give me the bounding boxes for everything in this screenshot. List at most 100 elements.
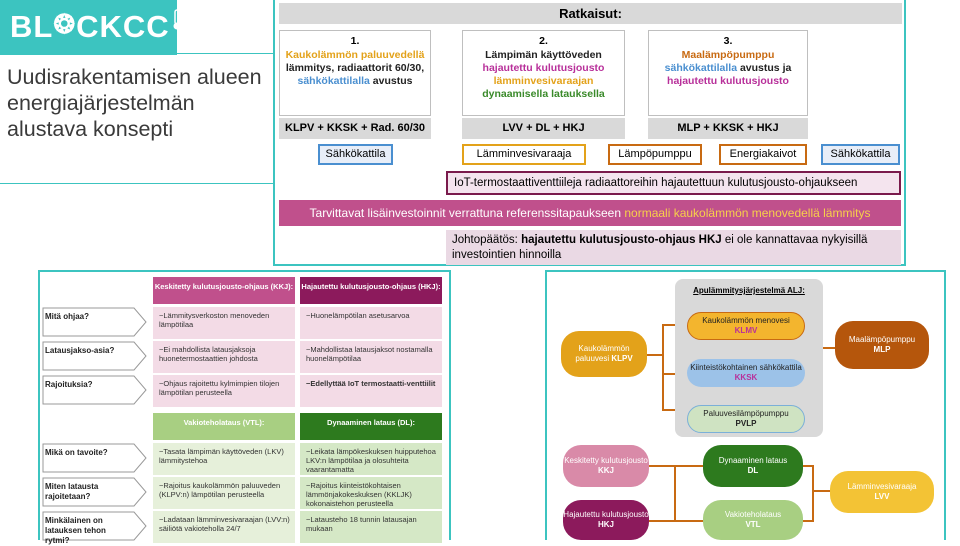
- row-cell-b: −Leikata lämpökeskuksen huipputehoa LKV:…: [300, 443, 442, 475]
- row-cell-a: −Ohjaus rajoitettu kylmimpien tilojen lä…: [153, 375, 295, 407]
- solution-text-part: sähkökattilalla: [297, 75, 370, 87]
- node-dl-code: DL: [747, 466, 759, 475]
- row-cell-b: −Huonelämpötilan asetusarvoa: [300, 307, 442, 339]
- node-pvlp-label: Paluuvesilämpöpumppu: [703, 409, 789, 418]
- additional-investments: Tarvittavat lisäinvestoinnit verrattuna …: [279, 200, 901, 226]
- node-klpv-label: Kaukolämmön paluuvesi: [575, 344, 630, 363]
- solution-2: 2.Lämpimän käyttöveden hajautettu kulutu…: [462, 30, 625, 116]
- node-lvv-label: Lämminvesivaraaja: [847, 482, 917, 491]
- node-mlp-label: Maalämpöpumppu: [848, 335, 916, 344]
- row-label: Miten latausta rajoitetaan?: [45, 482, 99, 501]
- solution-1: 1. Kaukolämmön paluuvedellä lämmitys, rad…: [279, 30, 431, 116]
- row-arrow-shape: [42, 307, 147, 337]
- solution-3-code: MLP + KKSK + HKJ: [648, 118, 808, 139]
- solution-number: 2.: [539, 35, 548, 47]
- energy-system-diagram-panel: [545, 270, 946, 540]
- node-vtl-label: Vakioteholataus: [724, 510, 782, 519]
- solution-text-part: avustus: [369, 75, 413, 87]
- slide-title: Uudisrakentamisen alueen energiajärjeste…: [0, 53, 274, 184]
- row-label: Rajoituksia?: [45, 380, 93, 389]
- node-kkj: Keskitetty kulutusjousto KKJ: [563, 445, 649, 487]
- node-klmv-code: KLMV: [734, 326, 758, 335]
- row-arrow-shape: [42, 511, 147, 541]
- solution-text-part: Maalämpöpumppu: [681, 49, 775, 61]
- row-cell-a: −Tasata lämpimän käyttöveden (LKV) lämmi…: [153, 443, 295, 475]
- tag-lampopumppu: Lämpöpumppu: [608, 144, 702, 165]
- row-cell-a: −Ei mahdollista latausjaksoja huonetermo…: [153, 341, 295, 373]
- row-cell-a: −Lämmitysverkoston menoveden lämpötilaa: [153, 307, 295, 339]
- solution-3: 3. Maalämpöpumppu sähkökattilalla avustus…: [648, 30, 808, 116]
- row-cell-b: −Edellyttää IoT termostaatti-venttiilit: [300, 375, 442, 407]
- tag-energiakaivot: Energiakaivot: [719, 144, 807, 165]
- node-kksk: Kiinteistökohtainen sähkökattila KKSK: [687, 359, 805, 387]
- node-lvv-code: LVV: [874, 492, 890, 501]
- additional-highlight: normaali kaukolämmön menovedellä lämmity…: [624, 206, 871, 220]
- header-kkj: Keskitetty kulutusjousto-ohjaus (KKJ):: [153, 277, 295, 304]
- tag-sahkokattila-2: Sähkökattila: [821, 144, 900, 165]
- comparison-table-panel: [38, 270, 451, 540]
- solution-text-part: sähkökattilalla: [664, 62, 738, 74]
- node-klpv: Kaukolämmön paluuvesi KLPV: [561, 331, 647, 377]
- solution-text-part: hajautettu kulutusjousto: [667, 75, 789, 87]
- row-cell-a: −Ladataan lämminvesivaraajan (LVV:n) säi…: [153, 511, 295, 543]
- alj-title: Apulämmitysjärjestelmä ALJ:: [693, 286, 805, 295]
- row-label: Minkälainen on latauksen tehon rytmi?: [45, 516, 106, 545]
- iot-note: IoT-termostaattiventtiileja radiaattorei…: [446, 171, 901, 195]
- tag-sahkokattila-1: Sähkökattila: [318, 144, 393, 165]
- solution-text-part: Kaukolämmön paluuvedellä: [285, 49, 425, 61]
- solution-2-code: LVV + DL + HKJ: [462, 118, 625, 139]
- conclusion: Johtopäätös: hajautettu kulutusjousto-oh…: [446, 230, 901, 265]
- header-vtl: Vakioteholataus (VTL):: [153, 413, 295, 440]
- solution-number: 1.: [350, 35, 360, 47]
- solution-text-part: lämminvesivaraajan: [493, 75, 594, 87]
- row-cell-b: −Rajoitus kiinteistökohtaisen lämmönjako…: [300, 477, 442, 509]
- logo-gear: ❂: [53, 9, 77, 39]
- additional-text: Tarvittavat lisäinvestoinnit verrattuna …: [309, 206, 625, 220]
- node-hkj-label: Hajautettu kulutusjousto: [563, 510, 649, 519]
- row-label: Mitä ohjaa?: [45, 312, 90, 321]
- solution-1-code: KLPV + KKSK + Rad. 60/30: [279, 118, 431, 139]
- row-cell-a: −Rajoitus kaukolämmön paluuveden (KLPV:n…: [153, 477, 295, 509]
- tag-lamminvesivaraaja: Lämminvesivaraaja: [462, 144, 586, 165]
- node-kksk-code: KKSK: [734, 373, 758, 382]
- row-cell-b: −Mahdollistaa latausjaksot nostamalla hu…: [300, 341, 442, 373]
- node-hkj-code: HKJ: [597, 520, 614, 529]
- node-pvlp-code: PVLP: [735, 419, 757, 428]
- node-mlp-code: MLP: [873, 345, 891, 354]
- blockcc-logo: BL❂CKCC: [0, 0, 177, 55]
- solution-text-part: avustus ja: [737, 62, 792, 74]
- node-klmv-label: Kaukolämmön menovesi: [702, 316, 790, 325]
- solution-text-part: Lämpimän käyttöveden: [485, 49, 602, 61]
- conclusion-suffix: ei ole kannattavaa nykyisillä investoint…: [452, 234, 868, 261]
- node-kksk-label: Kiinteistökohtainen sähkökattila: [690, 363, 802, 372]
- row-label: Mikä on tavoite?: [45, 448, 108, 457]
- solutions-panel: [273, 0, 906, 266]
- ratkaisut-header: Ratkaisut:: [279, 3, 902, 24]
- logo-text: BL: [10, 9, 54, 44]
- conclusion-prefix: Johtopäätös:: [452, 234, 522, 246]
- conclusion-bold: hajautettu kulutusjousto-ohjaus HKJ: [521, 234, 722, 246]
- row-arrow-shape: [42, 477, 147, 507]
- solution-number: 3.: [723, 35, 733, 47]
- node-klpv-code: KLPV: [611, 354, 633, 363]
- row-cell-b: −Lataustehо 18 tunnin latausajan mukaan: [300, 511, 442, 543]
- logo-text-rest: CKCC: [76, 9, 170, 44]
- node-hkj: Hajautettu kulutusjousto HKJ: [563, 500, 649, 540]
- node-dl-label: Dynaaminen lataus: [718, 456, 788, 465]
- node-kkj-label: Keskitetty kulutusjousto: [564, 456, 648, 465]
- row-arrow-shape: [42, 375, 147, 405]
- row-label: Latausjakso-asia?: [45, 346, 115, 355]
- row-arrow-shape: [42, 341, 147, 371]
- solution-text-part: lämmitys, radiaattorit 60/30,: [285, 62, 425, 74]
- node-kkj-code: KKJ: [597, 466, 614, 475]
- row-arrow-shape: [42, 443, 147, 473]
- header-dl: Dynaaminen lataus (DL):: [300, 413, 442, 440]
- node-vtl-code: VTL: [745, 520, 761, 529]
- header-hkj: Hajautettu kulutusjousto-ohjaus (HKJ):: [300, 277, 442, 304]
